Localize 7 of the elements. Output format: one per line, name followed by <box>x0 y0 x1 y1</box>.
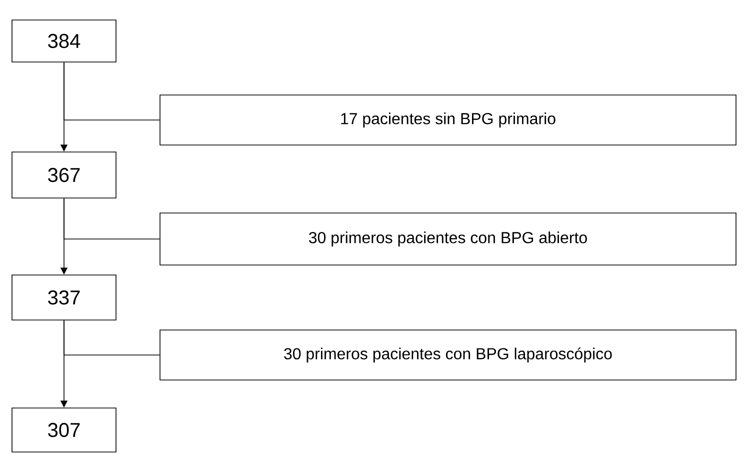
count-box: 384 <box>12 20 116 62</box>
count-box: 307 <box>12 408 116 452</box>
exclusion-box: 30 primeros pacientes con BPG abierto <box>160 212 736 266</box>
exclusion-box: 17 pacientes sin BPG primario <box>160 94 736 146</box>
count-box: 337 <box>12 274 116 320</box>
count-box: 367 <box>12 152 116 198</box>
exclusion-box: 30 primeros pacientes con BPG laparoscópico <box>160 330 736 380</box>
